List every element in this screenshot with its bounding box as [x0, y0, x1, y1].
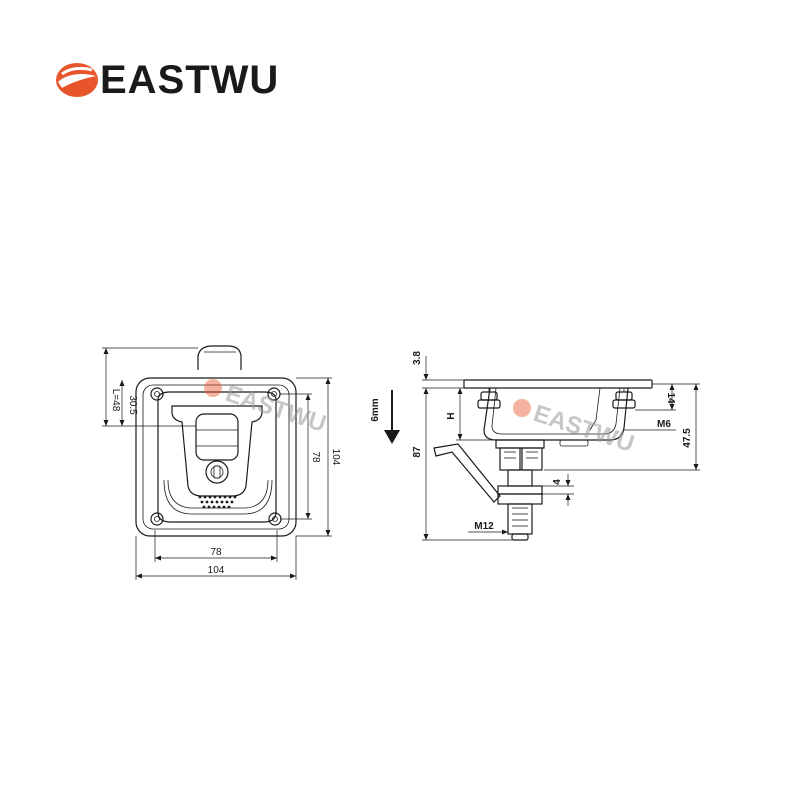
dim-nut — [542, 474, 574, 506]
svg-text:EASTWU: EASTWU — [530, 400, 637, 458]
grip-pattern — [198, 495, 237, 509]
dim-plate-label: 3.8 — [412, 351, 423, 365]
side-body — [483, 387, 629, 441]
dim-side-right — [544, 383, 700, 471]
dim-h-label: H — [446, 412, 457, 419]
dim-width-overall — [135, 536, 297, 580]
dim-bolt-label: M6 — [657, 419, 671, 430]
dim-thread — [468, 529, 508, 535]
dim-width-inner-label: 78 — [210, 547, 222, 558]
dim-width-inner — [154, 530, 278, 562]
dim-thread-label: M12 — [474, 521, 494, 532]
arrow-down-icon — [384, 390, 400, 444]
dim-upper-offset-label: 30.5 — [127, 395, 138, 415]
crank-lever — [433, 443, 501, 503]
dim-top-left — [102, 347, 198, 427]
front-view: 78 104 L=48 30.5 — [102, 345, 341, 580]
brand-logo-icon — [56, 63, 98, 97]
nut — [497, 485, 543, 495]
key-lock-icon — [205, 460, 229, 484]
lock-cylinder — [195, 413, 239, 461]
dim-nut-label: 4 — [552, 479, 563, 485]
watermark-left: EASTWU — [204, 379, 329, 438]
dim-total-label: 87 — [412, 446, 423, 458]
t-handle — [171, 405, 263, 497]
brand-name: EASTWU — [100, 58, 280, 102]
dim-top-label: L=48 — [110, 389, 121, 412]
dim-width-overall-label: 104 — [208, 565, 225, 576]
dim-side-left — [422, 356, 512, 541]
mount-bolts — [477, 388, 636, 409]
side-plate — [463, 379, 653, 389]
front-housing-outer — [135, 377, 297, 537]
side-view: 6mm 3.8 87 H M12 — [370, 351, 700, 541]
dim-height — [280, 377, 332, 537]
dim-height-overall-label: 104 — [330, 449, 341, 466]
front-knob — [197, 345, 242, 370]
brand-swoosh-icon — [56, 63, 98, 97]
dim-depth-label: 47.5 — [682, 428, 693, 448]
lock-stud — [495, 439, 545, 541]
front-bezel — [157, 391, 277, 523]
dim-height-inner-label: 78 — [310, 451, 321, 463]
dim-stud-label: 14 — [665, 392, 676, 404]
dim-travel-label: 6mm — [370, 398, 381, 421]
dim-h — [456, 388, 496, 441]
